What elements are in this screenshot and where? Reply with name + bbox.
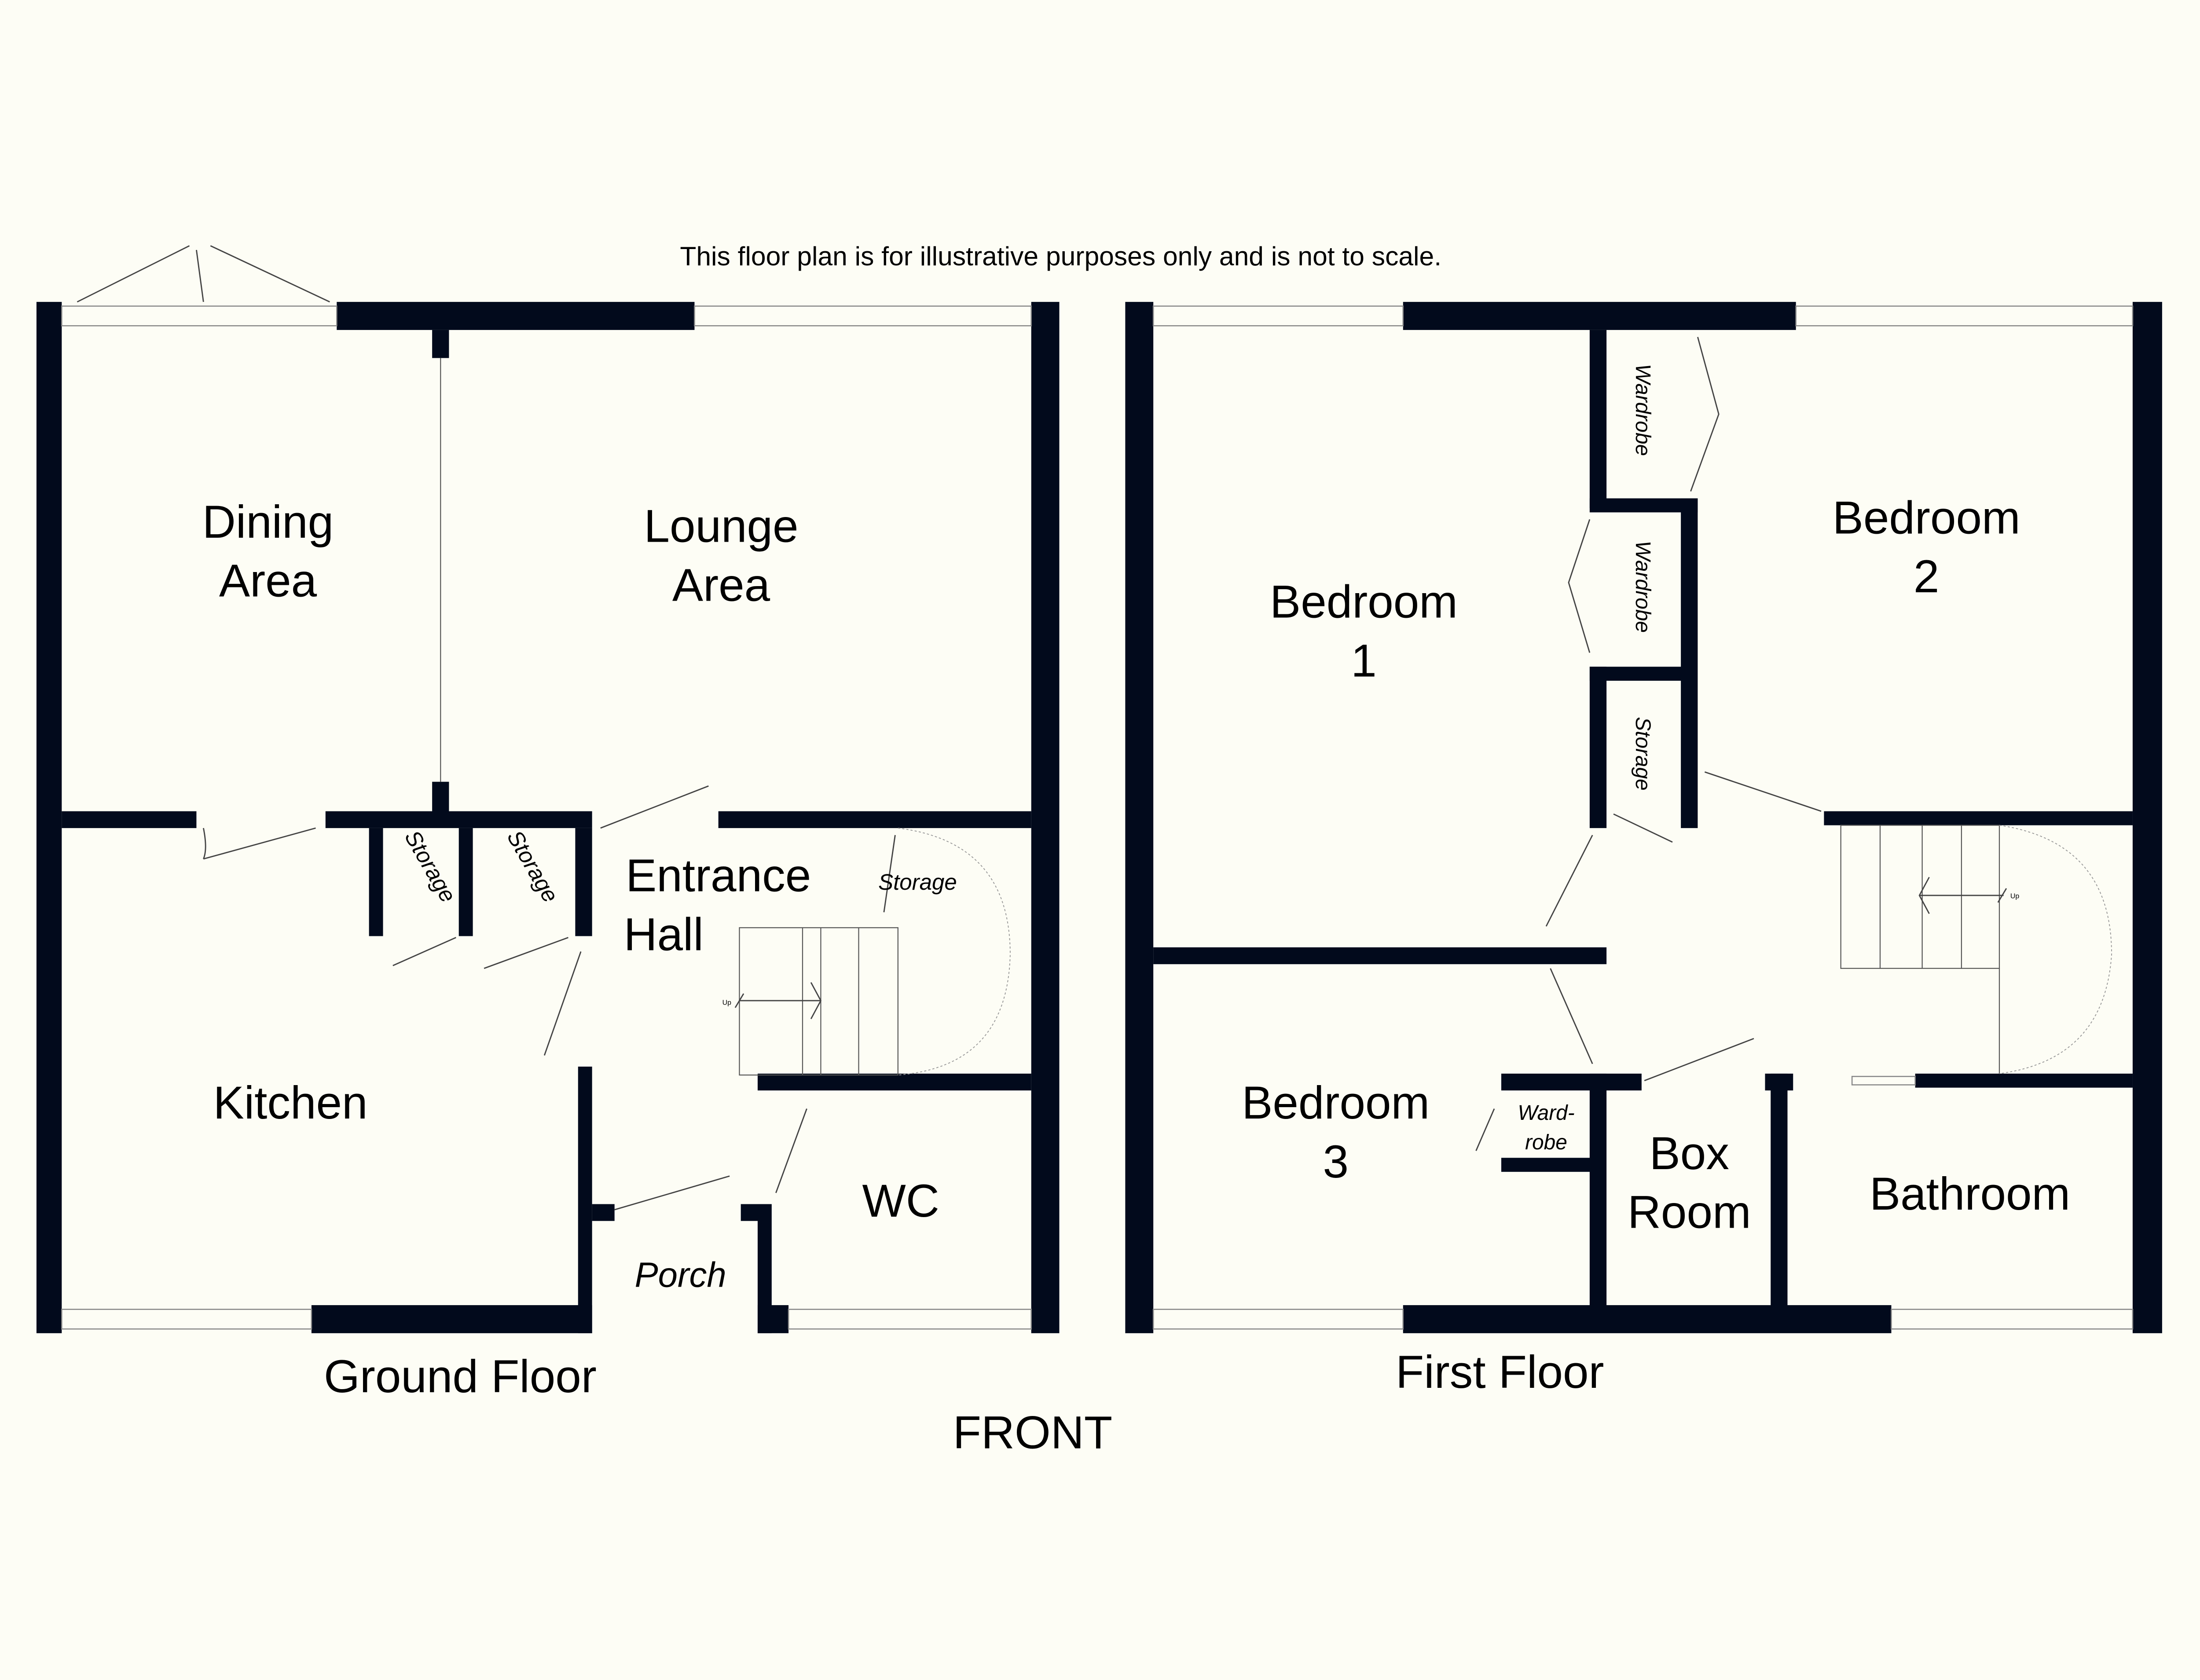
bedroom-1-label-line2: 1 [1351, 635, 1377, 687]
storage-label: Storage [1631, 717, 1654, 791]
bedroom-3-label: Bedroom [1242, 1077, 1430, 1129]
first-floor-plan: Up Bedroom 1 Bedroom 2 Bedroom 3 Box Roo… [1125, 302, 2162, 1398]
entrance-hall-label: Entrance [626, 850, 811, 901]
box-room-label: Box [1650, 1128, 1729, 1179]
ground-floor-plan: Up Dining Area Lounge Area Kitchen Entra… [36, 245, 1060, 1402]
bedroom-1-label: Bedroom [1270, 576, 1458, 628]
lounge-area-label-line2: Area [672, 559, 770, 611]
porch-label: Porch [634, 1255, 726, 1295]
storage-label-2: Storage [502, 826, 564, 906]
disclaimer: This floor plan is for illustrative purp… [680, 241, 1441, 271]
room-labels: Bedroom 1 Bedroom 2 Bedroom 3 Box Room B… [1242, 364, 2070, 1238]
doors: Up [77, 245, 1011, 1210]
first-floor-title: First Floor [1396, 1346, 1604, 1398]
stairs-up-label: Up [722, 999, 732, 1007]
stairs-up-label: Up [2010, 892, 2020, 900]
lounge-area-label: Lounge [644, 500, 798, 552]
bathroom-label: Bathroom [1870, 1168, 2070, 1220]
bedroom-3-label-line2: 3 [1323, 1136, 1349, 1188]
storage-label-1: Storage [400, 826, 461, 906]
windows [1152, 305, 2134, 1330]
storage-label-3: Storage [878, 869, 957, 895]
box-room-label-line2: Room [1628, 1187, 1751, 1238]
wc-label: WC [862, 1175, 939, 1227]
bedroom-2-label-line2: 2 [1914, 551, 1940, 602]
walls [1125, 302, 2162, 1333]
entrance-hall-label-line2: Hall [624, 909, 704, 960]
kitchen-label: Kitchen [213, 1077, 368, 1129]
front-label: FRONT [953, 1407, 1112, 1458]
ground-floor-title: Ground Floor [324, 1351, 597, 1402]
windows [61, 305, 1032, 1330]
wardrobe-label-2: Wardrobe [1631, 541, 1654, 633]
bedroom-2-label: Bedroom [1833, 492, 2020, 543]
dining-area-label: Dining [202, 496, 334, 548]
doors: Up [1475, 337, 2112, 1151]
dining-area-label-line2: Area [219, 555, 317, 607]
wardrobe-label-3-line2: robe [1525, 1131, 1567, 1154]
walls [36, 302, 1060, 1333]
wardrobe-label-1: Wardrobe [1631, 364, 1654, 456]
wardrobe-label-3: Ward- [1518, 1101, 1574, 1125]
